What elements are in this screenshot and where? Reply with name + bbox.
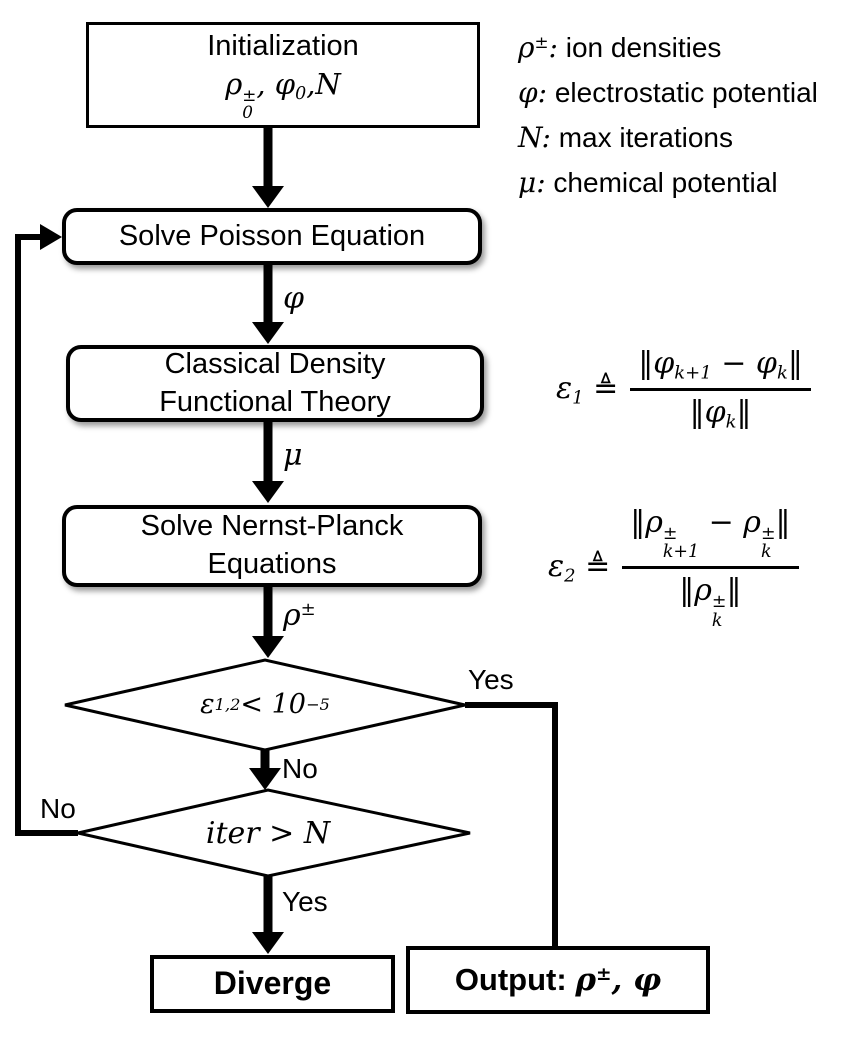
formula2-denominator: ‖ρ±k‖ — [679, 573, 742, 631]
legend-text-mu: chemical potential — [545, 167, 778, 199]
node-output: Output: ρ±, φ — [406, 946, 710, 1014]
node-nernst-planck: Solve Nernst-Planck Equations — [62, 505, 482, 587]
legend-item-rho: ρ±: ion densities — [518, 20, 818, 70]
arrow-poisson-to-cdft — [252, 264, 284, 344]
node-solve-poisson: Solve Poisson Equation — [62, 208, 482, 265]
decision-iterations-label: iter > N — [205, 815, 331, 851]
formula2-numerator: ‖ρ±k+1 − ρ±k‖ — [622, 505, 799, 570]
formula-epsilon1: ε1 ≜ ‖φk+1 − φk‖ ‖φk‖ — [556, 346, 811, 433]
node-diverge: Diverge — [150, 955, 395, 1013]
poisson-label: Solve Poisson Equation — [118, 219, 426, 252]
cdft-label-line1: Classical Density — [164, 347, 386, 380]
node-initialization: Initialization ρ±0, φ0,N — [86, 22, 480, 128]
label-yes-iterations: Yes — [282, 886, 328, 917]
formula1-denominator: ‖φk‖ — [689, 395, 752, 433]
yes-branch-line — [465, 702, 558, 946]
output-label: Output: ρ±, φ — [455, 960, 661, 1000]
legend-text-n: max iterations — [550, 122, 734, 154]
legend-symbol-phi: φ: — [518, 76, 548, 110]
label-yes-tolerance: Yes — [468, 664, 514, 695]
edge-label-phi: φ — [283, 281, 305, 316]
init-title: Initialization — [207, 30, 359, 63]
formula1-lhs: ε1 ≜ — [556, 370, 619, 409]
init-params: ρ±0, φ0,N — [225, 66, 341, 123]
formula1-numerator: ‖φk+1 − φk‖ — [630, 346, 811, 392]
decision-tolerance-diamond — [64, 658, 466, 752]
node-cdft: Classical Density Functional Theory — [66, 345, 484, 422]
formula2-lhs: ε2 ≜ — [548, 548, 611, 587]
legend-item-n: N: max iterations — [518, 115, 818, 160]
label-no-tolerance: No — [282, 753, 318, 784]
legend-symbol-mu: μ: — [518, 166, 546, 200]
edge-label-mu: μ — [283, 438, 303, 473]
decision-iterations-diamond — [77, 788, 471, 878]
legend-item-phi: φ: electrostatic potential — [518, 70, 818, 115]
label-no-iterations: No — [40, 793, 76, 824]
arrow-iter-to-diverge — [252, 874, 284, 954]
formula-epsilon2: ε2 ≜ ‖ρ±k+1 − ρ±k‖ ‖ρ±k‖ — [548, 505, 799, 630]
arrow-cdft-to-nernst — [252, 421, 284, 503]
cdft-label-line2: Functional Theory — [159, 385, 391, 418]
output-prefix: Output: — [454, 961, 576, 997]
legend-symbol-rho: ρ±: — [518, 31, 558, 65]
legend-text-rho: ion densities — [557, 32, 722, 64]
formula2-fraction: ‖ρ±k+1 − ρ±k‖ ‖ρ±k‖ — [622, 505, 799, 631]
arrow-nernst-to-decision — [252, 586, 284, 658]
loopback-line — [15, 224, 78, 836]
nernst-label-line2: Equations — [207, 548, 337, 580]
diverge-label: Diverge — [213, 965, 332, 1002]
legend-text-phi: electrostatic potential — [547, 77, 818, 109]
legend: ρ±: ion densities φ: electrostatic poten… — [518, 20, 818, 205]
arrow-decision-to-iter-check — [249, 748, 281, 790]
output-variables: ρ±, φ — [575, 961, 662, 998]
legend-symbol-n: N: — [518, 121, 551, 155]
arrow-init-to-poisson — [252, 128, 284, 208]
nernst-label-line1: Solve Nernst-Planck — [140, 510, 404, 543]
legend-item-mu: μ: chemical potential — [518, 160, 818, 205]
formula1-fraction: ‖φk+1 − φk‖ ‖φk‖ — [630, 346, 811, 433]
edge-label-rho: ρ± — [283, 598, 316, 633]
